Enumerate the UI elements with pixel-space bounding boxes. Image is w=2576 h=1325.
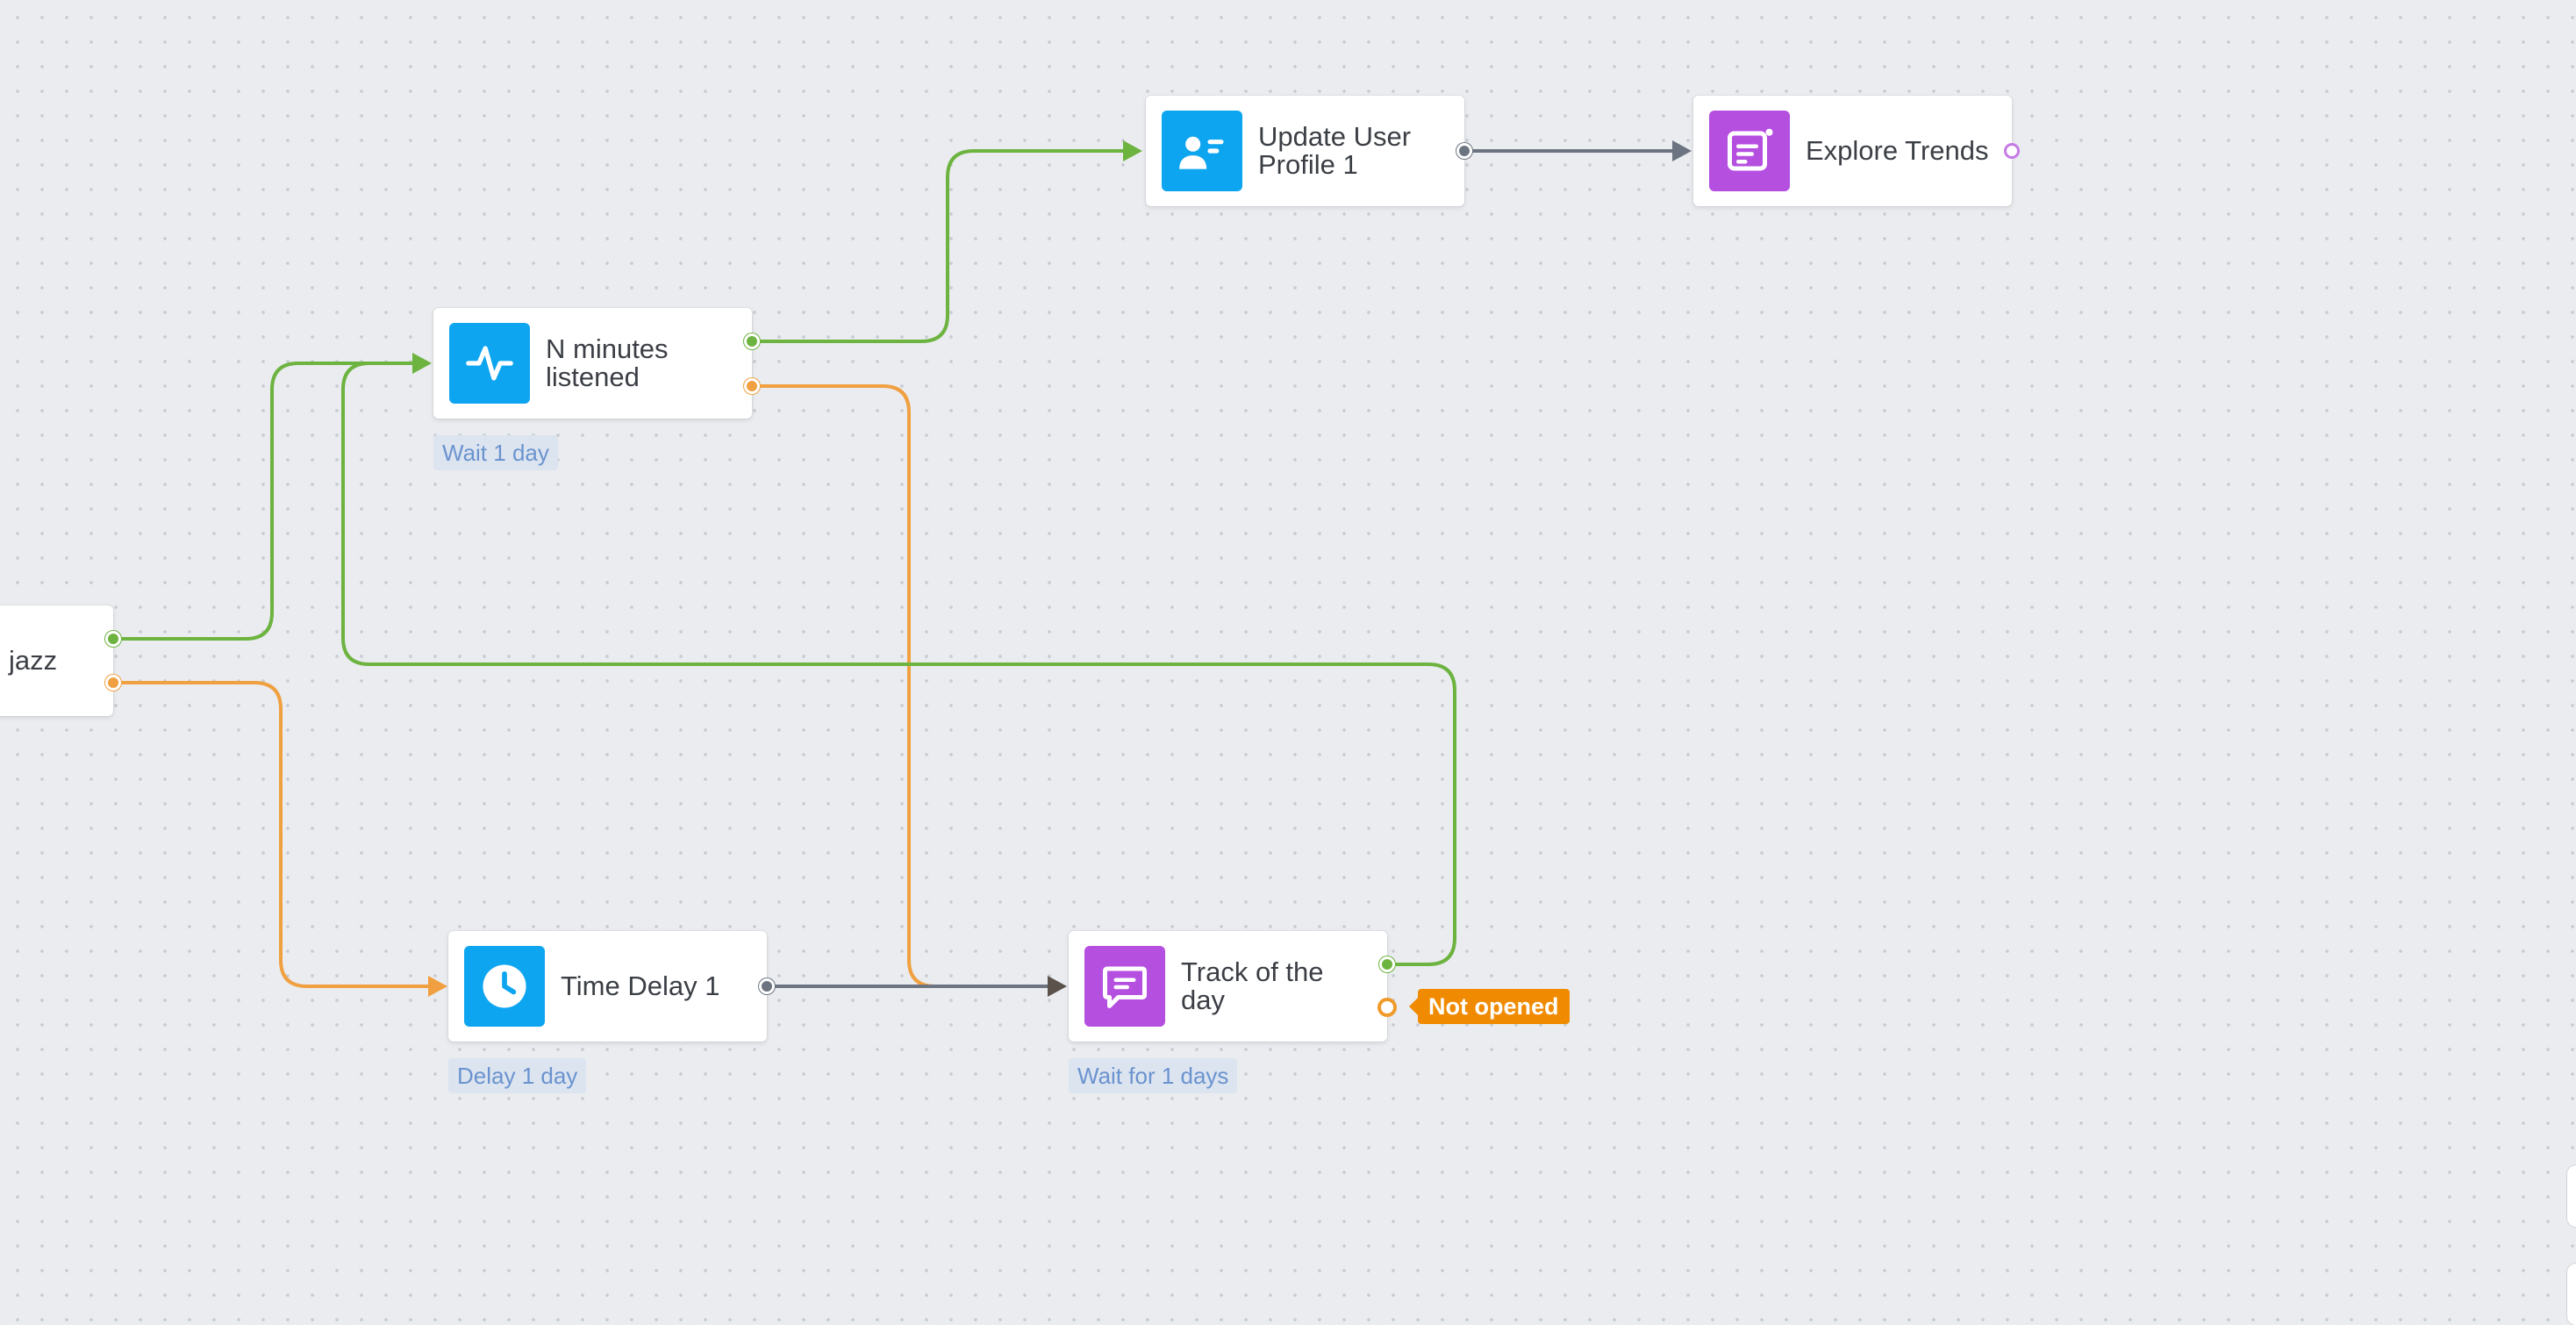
edge-jazz-to-time-delay[interactable] — [113, 681, 430, 988]
edge-n-minutes-to-track[interactable] — [752, 384, 1053, 988]
jazz-no-port[interactable] — [105, 675, 121, 691]
explore-trends-out-port[interactable] — [2004, 143, 2020, 159]
update-profile-out-port[interactable] — [1456, 143, 1472, 159]
edge-jazz-to-n-minutes[interactable] — [113, 362, 412, 641]
track-not-opened-port[interactable] — [1377, 998, 1397, 1017]
update-profile-label-line1: Update User — [1258, 121, 1412, 152]
n-minutes-yes-port[interactable] — [744, 333, 760, 349]
track-of-the-day-node[interactable]: Track of the day — [1069, 931, 1387, 1042]
jazz-node-label: jazz — [9, 645, 58, 676]
edge-track-loop-to-n-minutes[interactable] — [341, 362, 1456, 966]
n-minutes-label-line2: listened — [546, 362, 640, 392]
update-profile-label: Update User Profile 1 — [1258, 123, 1411, 179]
explore-trends-label: Explore Trends — [1806, 135, 1989, 166]
jazz-node[interactable]: jazz — [0, 605, 113, 716]
arrowhead-n-minutes — [412, 353, 432, 374]
arrowhead-track — [1048, 976, 1067, 997]
time-delay-node[interactable]: Time Delay 1 — [448, 931, 767, 1042]
n-minutes-listened-node[interactable]: N minutes listened — [433, 308, 752, 419]
n-minutes-label: N minutes listened — [546, 335, 669, 391]
track-of-day-label-line2: day — [1181, 985, 1225, 1015]
activity-icon — [449, 323, 530, 404]
update-profile-label-line2: Profile 1 — [1258, 149, 1358, 180]
track-wait-chip: Wait for 1 days — [1069, 1058, 1238, 1093]
explore-trends-node[interactable]: Explore Trends — [1693, 96, 2012, 206]
n-minutes-wait-chip: Wait 1 day — [433, 435, 558, 470]
arrowhead-update-profile — [1123, 140, 1142, 161]
n-minutes-no-port[interactable] — [744, 378, 760, 394]
jazz-yes-port[interactable] — [105, 631, 121, 647]
arrowhead-time-delay — [428, 976, 447, 997]
side-panel-handle-top[interactable] — [2567, 1165, 2576, 1227]
update-user-profile-node[interactable]: Update User Profile 1 — [1146, 96, 1464, 206]
side-panel-handle-bottom[interactable] — [2567, 1264, 2576, 1325]
track-yes-port[interactable] — [1379, 956, 1395, 972]
track-of-day-label-line1: Track of the — [1181, 956, 1324, 987]
edge-n-minutes-to-update-profile[interactable] — [752, 149, 1123, 343]
not-opened-tooltip: Not opened — [1409, 989, 1570, 1024]
time-delay-out-port[interactable] — [759, 978, 775, 994]
user-profile-icon — [1162, 111, 1242, 191]
track-of-day-label: Track of the day — [1181, 958, 1324, 1014]
n-minutes-label-line1: N minutes — [546, 333, 669, 364]
time-delay-label: Time Delay 1 — [561, 970, 720, 1001]
arrowhead-explore-trends — [1672, 140, 1692, 161]
clock-icon — [464, 946, 545, 1027]
time-delay-chip: Delay 1 day — [448, 1058, 587, 1093]
message-icon — [1084, 946, 1165, 1027]
content-card-icon — [1709, 111, 1790, 191]
